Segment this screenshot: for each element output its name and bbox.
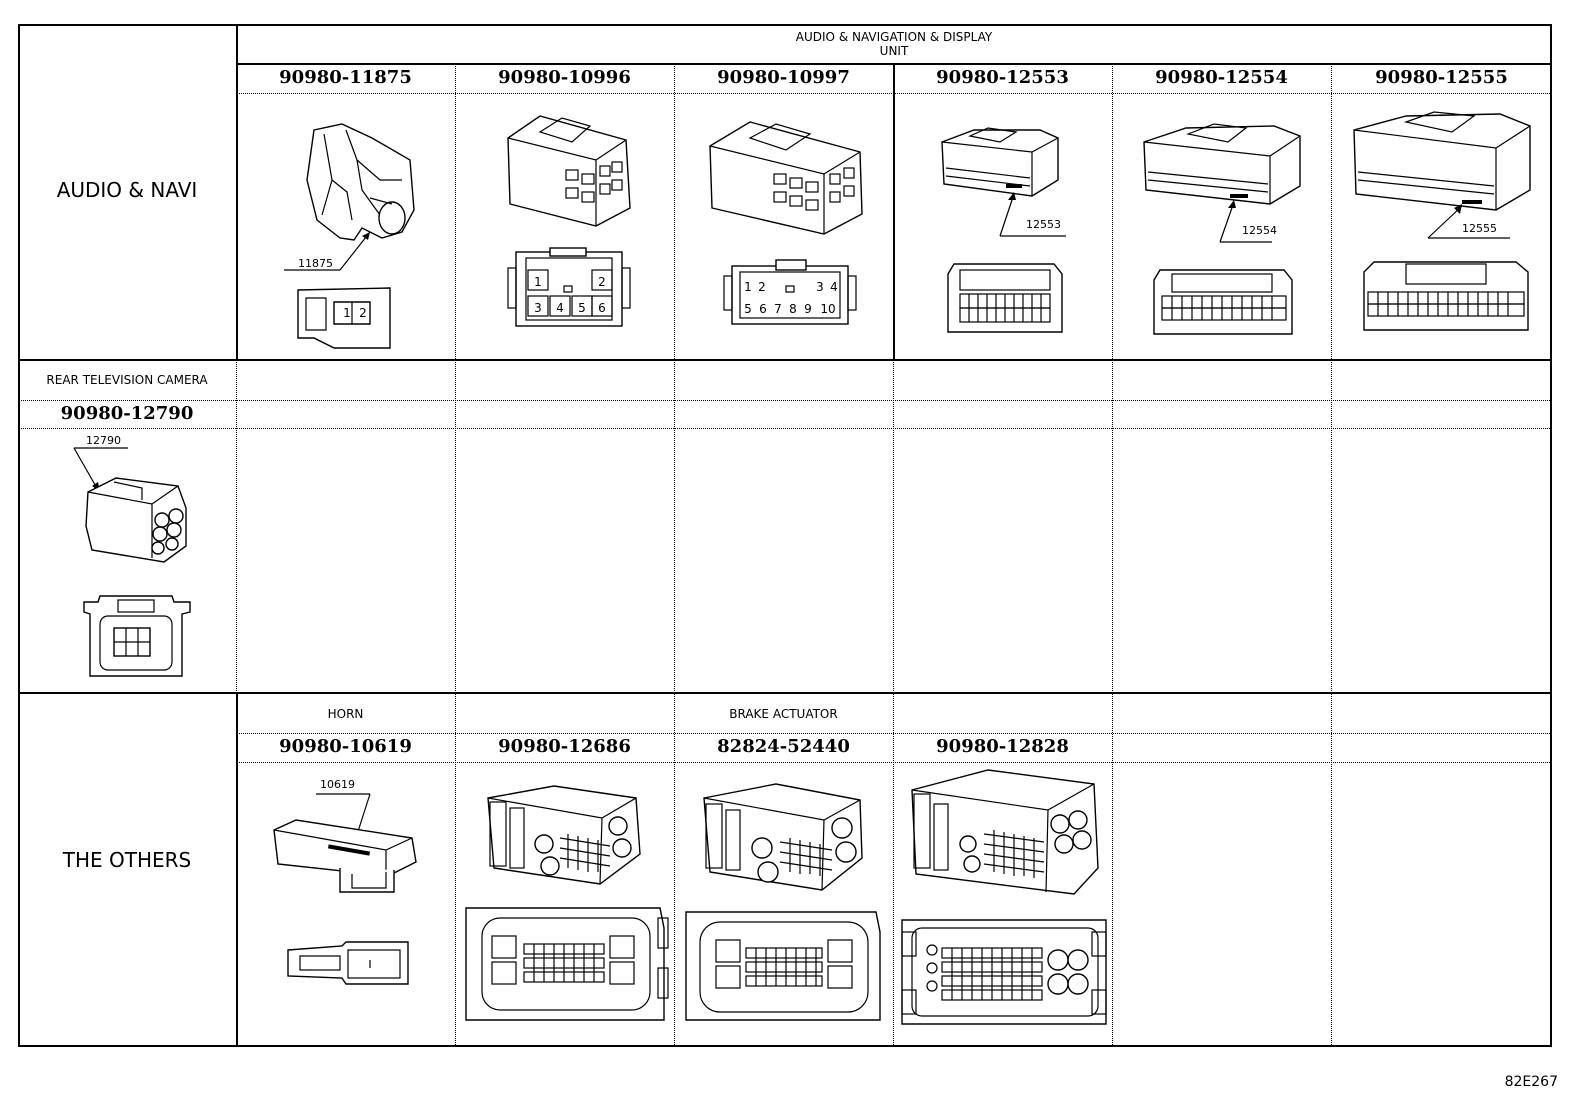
callout-12555: 12555 (1462, 222, 1497, 235)
grid-line (1112, 64, 1113, 1047)
grid-line (18, 359, 1552, 361)
group-header-horn: HORN (327, 707, 364, 721)
callout-12790: 12790 (86, 434, 121, 447)
pin-label: 9 (804, 302, 812, 316)
pin-label: 8 (789, 302, 797, 316)
grid-line (236, 360, 237, 693)
grid-line (236, 762, 1552, 763)
pin-label: 2 (598, 275, 606, 289)
pin-label: 5 (578, 301, 586, 315)
grid-line (18, 400, 1552, 401)
part-number: 82824-52440 (717, 736, 850, 757)
grid-line (674, 64, 675, 1047)
pin-label: 7 (774, 302, 782, 316)
part-number: 90980-10996 (498, 67, 631, 88)
pin-label: 1 (534, 275, 542, 289)
part-number: 90980-12828 (936, 736, 1069, 757)
connector-52440-drawing (685, 783, 881, 1021)
pin-label: 6 (598, 301, 606, 315)
pin-label: 2 (758, 280, 766, 294)
pin-label: 6 (759, 302, 767, 316)
connector-12828-drawing (901, 769, 1107, 1025)
connector-table (18, 24, 1552, 1047)
part-number: 90980-12555 (1375, 67, 1508, 88)
figure-code: 82E267 (1504, 1074, 1558, 1090)
grid-line (455, 64, 456, 1047)
section-label-rear-camera: REAR TELEVISION CAMERA (46, 373, 208, 387)
group-header-line2: UNIT (879, 44, 909, 58)
callout-11875: 11875 (298, 257, 333, 270)
part-number: 90980-11875 (279, 67, 412, 88)
connector-12790-drawing: 12790 (73, 434, 191, 677)
part-number: 90980-12554 (1155, 67, 1288, 88)
pin-label: 3 (816, 280, 824, 294)
pin-label: 4 (830, 280, 838, 294)
connector-10996-drawing (507, 115, 631, 327)
pin-label: 10 (820, 302, 836, 316)
group-header-audio-unit: AUDIO & NAVIGATION & DISPLAY UNIT (236, 30, 1552, 58)
part-number: 90980-12686 (498, 736, 631, 757)
pin-label: 1 (744, 280, 752, 294)
grid-line (236, 63, 1552, 65)
callout-10619: 10619 (320, 778, 355, 791)
connector-12553-drawing: 12553 (941, 127, 1066, 333)
grid-line (236, 693, 238, 1047)
pin-label: 5 (744, 302, 752, 316)
pin-label: 2 (359, 306, 367, 320)
part-number: 90980-10619 (279, 736, 412, 757)
grid-line (1331, 64, 1332, 1047)
connector-11875-drawing: 11875 (284, 123, 415, 349)
group-header-brake-actuator: BRAKE ACTUATOR (729, 707, 838, 721)
pin-label: 3 (534, 301, 542, 315)
grid-line (893, 360, 894, 1047)
part-number: 90980-10997 (717, 67, 850, 88)
grid-line (893, 64, 895, 360)
part-number: 90980-12553 (936, 67, 1069, 88)
grid-line (236, 733, 1552, 734)
pin-label: 1 (343, 306, 351, 320)
callout-12554: 12554 (1242, 224, 1277, 237)
grid-line (18, 428, 1552, 429)
connector-12686-drawing (465, 785, 669, 1021)
grid-line (18, 692, 1552, 694)
group-header-line1: AUDIO & NAVIGATION & DISPLAY (795, 30, 993, 44)
grid-line (236, 24, 238, 360)
part-number: 90980-12790 (60, 403, 194, 424)
connector-10619-drawing: 10619 (273, 778, 417, 985)
connector-12554-drawing: 12554 (1143, 123, 1301, 335)
section-label-audio-navi: AUDIO & NAVI (56, 178, 198, 202)
grid-line (236, 93, 1552, 94)
connector-12555-drawing: 12555 (1353, 111, 1531, 331)
section-label-others: THE OTHERS (62, 848, 192, 872)
connector-10997-drawing (709, 121, 863, 325)
callout-12553: 12553 (1026, 218, 1061, 231)
pin-label: 4 (556, 301, 564, 315)
